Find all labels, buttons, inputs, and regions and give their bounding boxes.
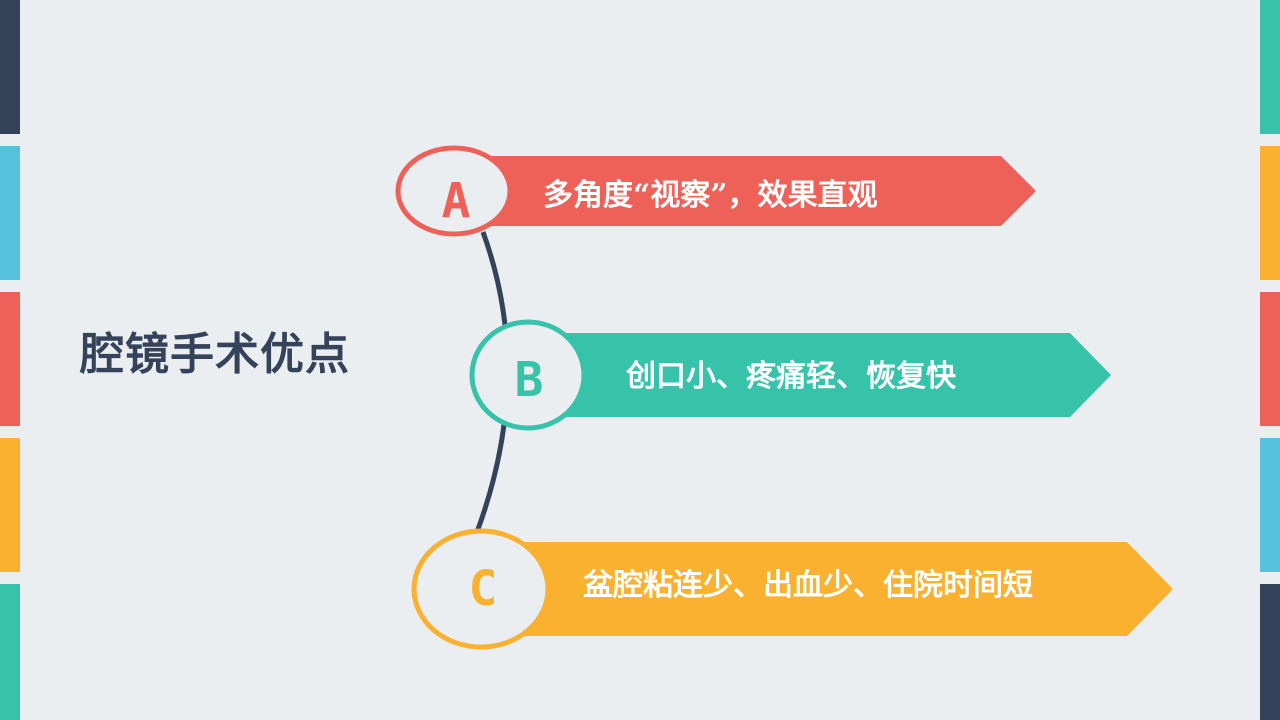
item-b-badge (469, 319, 587, 431)
item-a-arrow (455, 156, 1036, 226)
right-bar-1 (1260, 0, 1280, 134)
left-bar-2 (0, 146, 20, 280)
right-bar-3 (1260, 292, 1280, 426)
item-a-letter: A (442, 173, 471, 229)
left-bar-1 (0, 0, 20, 134)
item-c-arrow (480, 542, 1173, 636)
left-bar-4 (0, 438, 20, 572)
right-bar-4 (1260, 438, 1280, 572)
item-c-letter: C (469, 561, 498, 617)
left-bar-3 (0, 292, 20, 426)
right-bar-5 (1260, 584, 1280, 720)
item-c: C 盆腔粘连少、出血少、住院时间短 (411, 528, 1173, 650)
slide-title: 腔镜手术优点 (80, 329, 350, 380)
item-b-text: 创口小、疼痛轻、恢复快 (625, 359, 957, 394)
item-a-badge (395, 145, 513, 237)
item-b-letter: B (515, 352, 544, 408)
left-bar-5 (0, 584, 20, 720)
item-a: A 多角度“视察”，效果直观 (395, 145, 1036, 237)
right-bar-2 (1260, 146, 1280, 280)
item-c-text: 盆腔粘连少、出血少、住院时间短 (583, 568, 1033, 603)
item-b-arrow (528, 333, 1111, 417)
item-c-badge (411, 528, 551, 650)
item-a-text: 多角度“视察”，效果直观 (543, 178, 878, 213)
item-b: B 创口小、疼痛轻、恢复快 (469, 319, 1111, 431)
